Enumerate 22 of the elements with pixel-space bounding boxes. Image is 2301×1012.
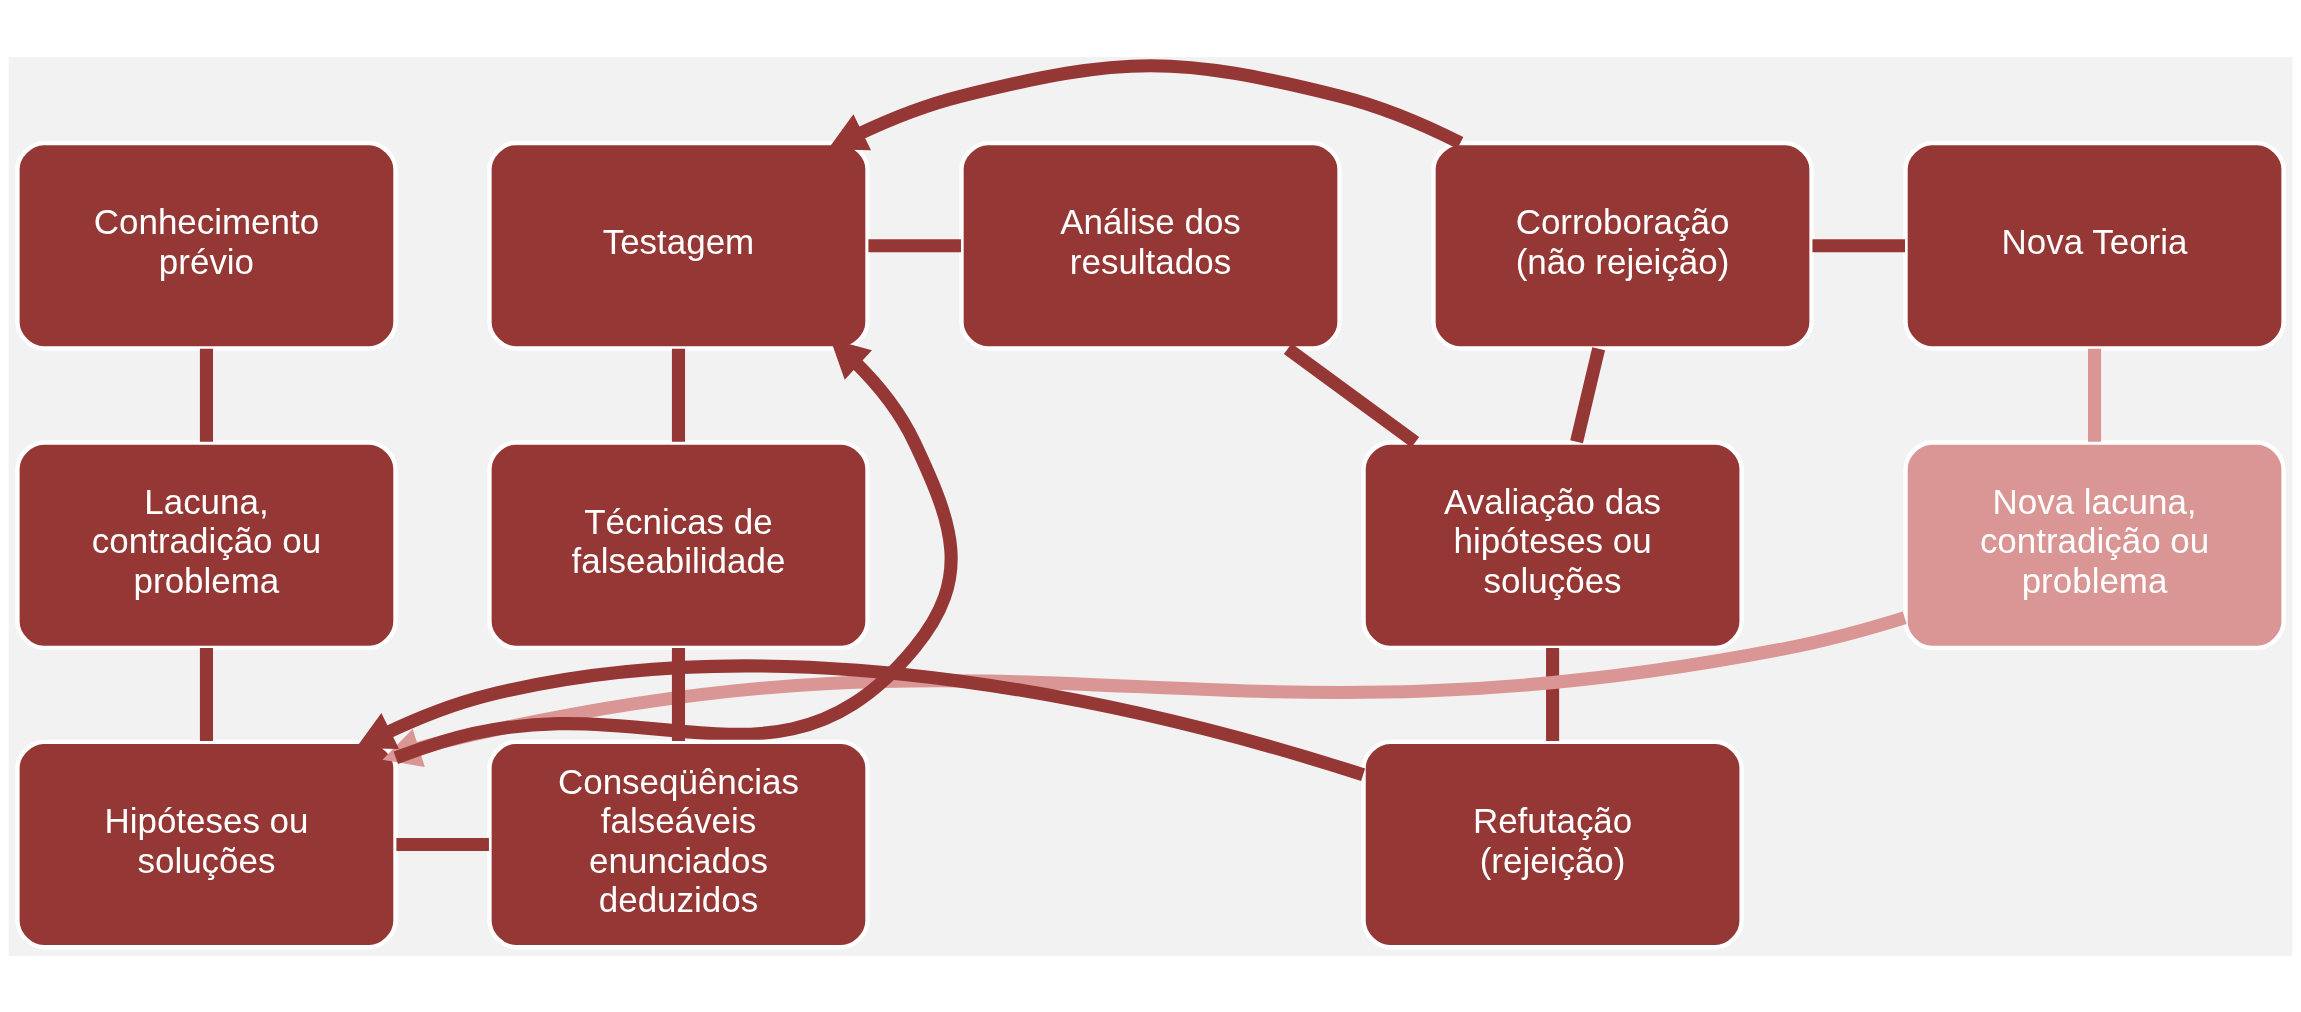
node-box: Conhecimento prévio (15, 140, 398, 351)
connector (1812, 238, 1905, 252)
node-box: Testagem (487, 140, 870, 351)
connector (671, 647, 686, 741)
node-box: Nova Teoria (1903, 140, 2286, 351)
node-box: Conseqüências falseáveis enunciados deduzidos (487, 739, 870, 949)
node-box: Avaliação das hipóteses ou soluções (1361, 439, 1744, 650)
connector (396, 837, 489, 851)
connector (868, 238, 961, 252)
connector (199, 348, 213, 442)
node-box: Análise dos resultados (959, 140, 1342, 351)
connector (1570, 346, 1606, 443)
node-box: Refutação (rejeição) (1361, 739, 1744, 949)
node-box: Nova lacuna, contradição ou problema (1903, 439, 2286, 650)
connector (2088, 348, 2102, 442)
connector (199, 647, 213, 741)
node-box: Corroboração (não rejeição) (1431, 140, 1814, 351)
arrow (828, 58, 1464, 150)
node-box: Hipóteses ou soluções (15, 739, 398, 949)
connector (671, 348, 686, 442)
node-box: Lacuna, contradição ou problema (15, 439, 398, 650)
node-box: Técnicas de falseabilidade (487, 439, 870, 650)
